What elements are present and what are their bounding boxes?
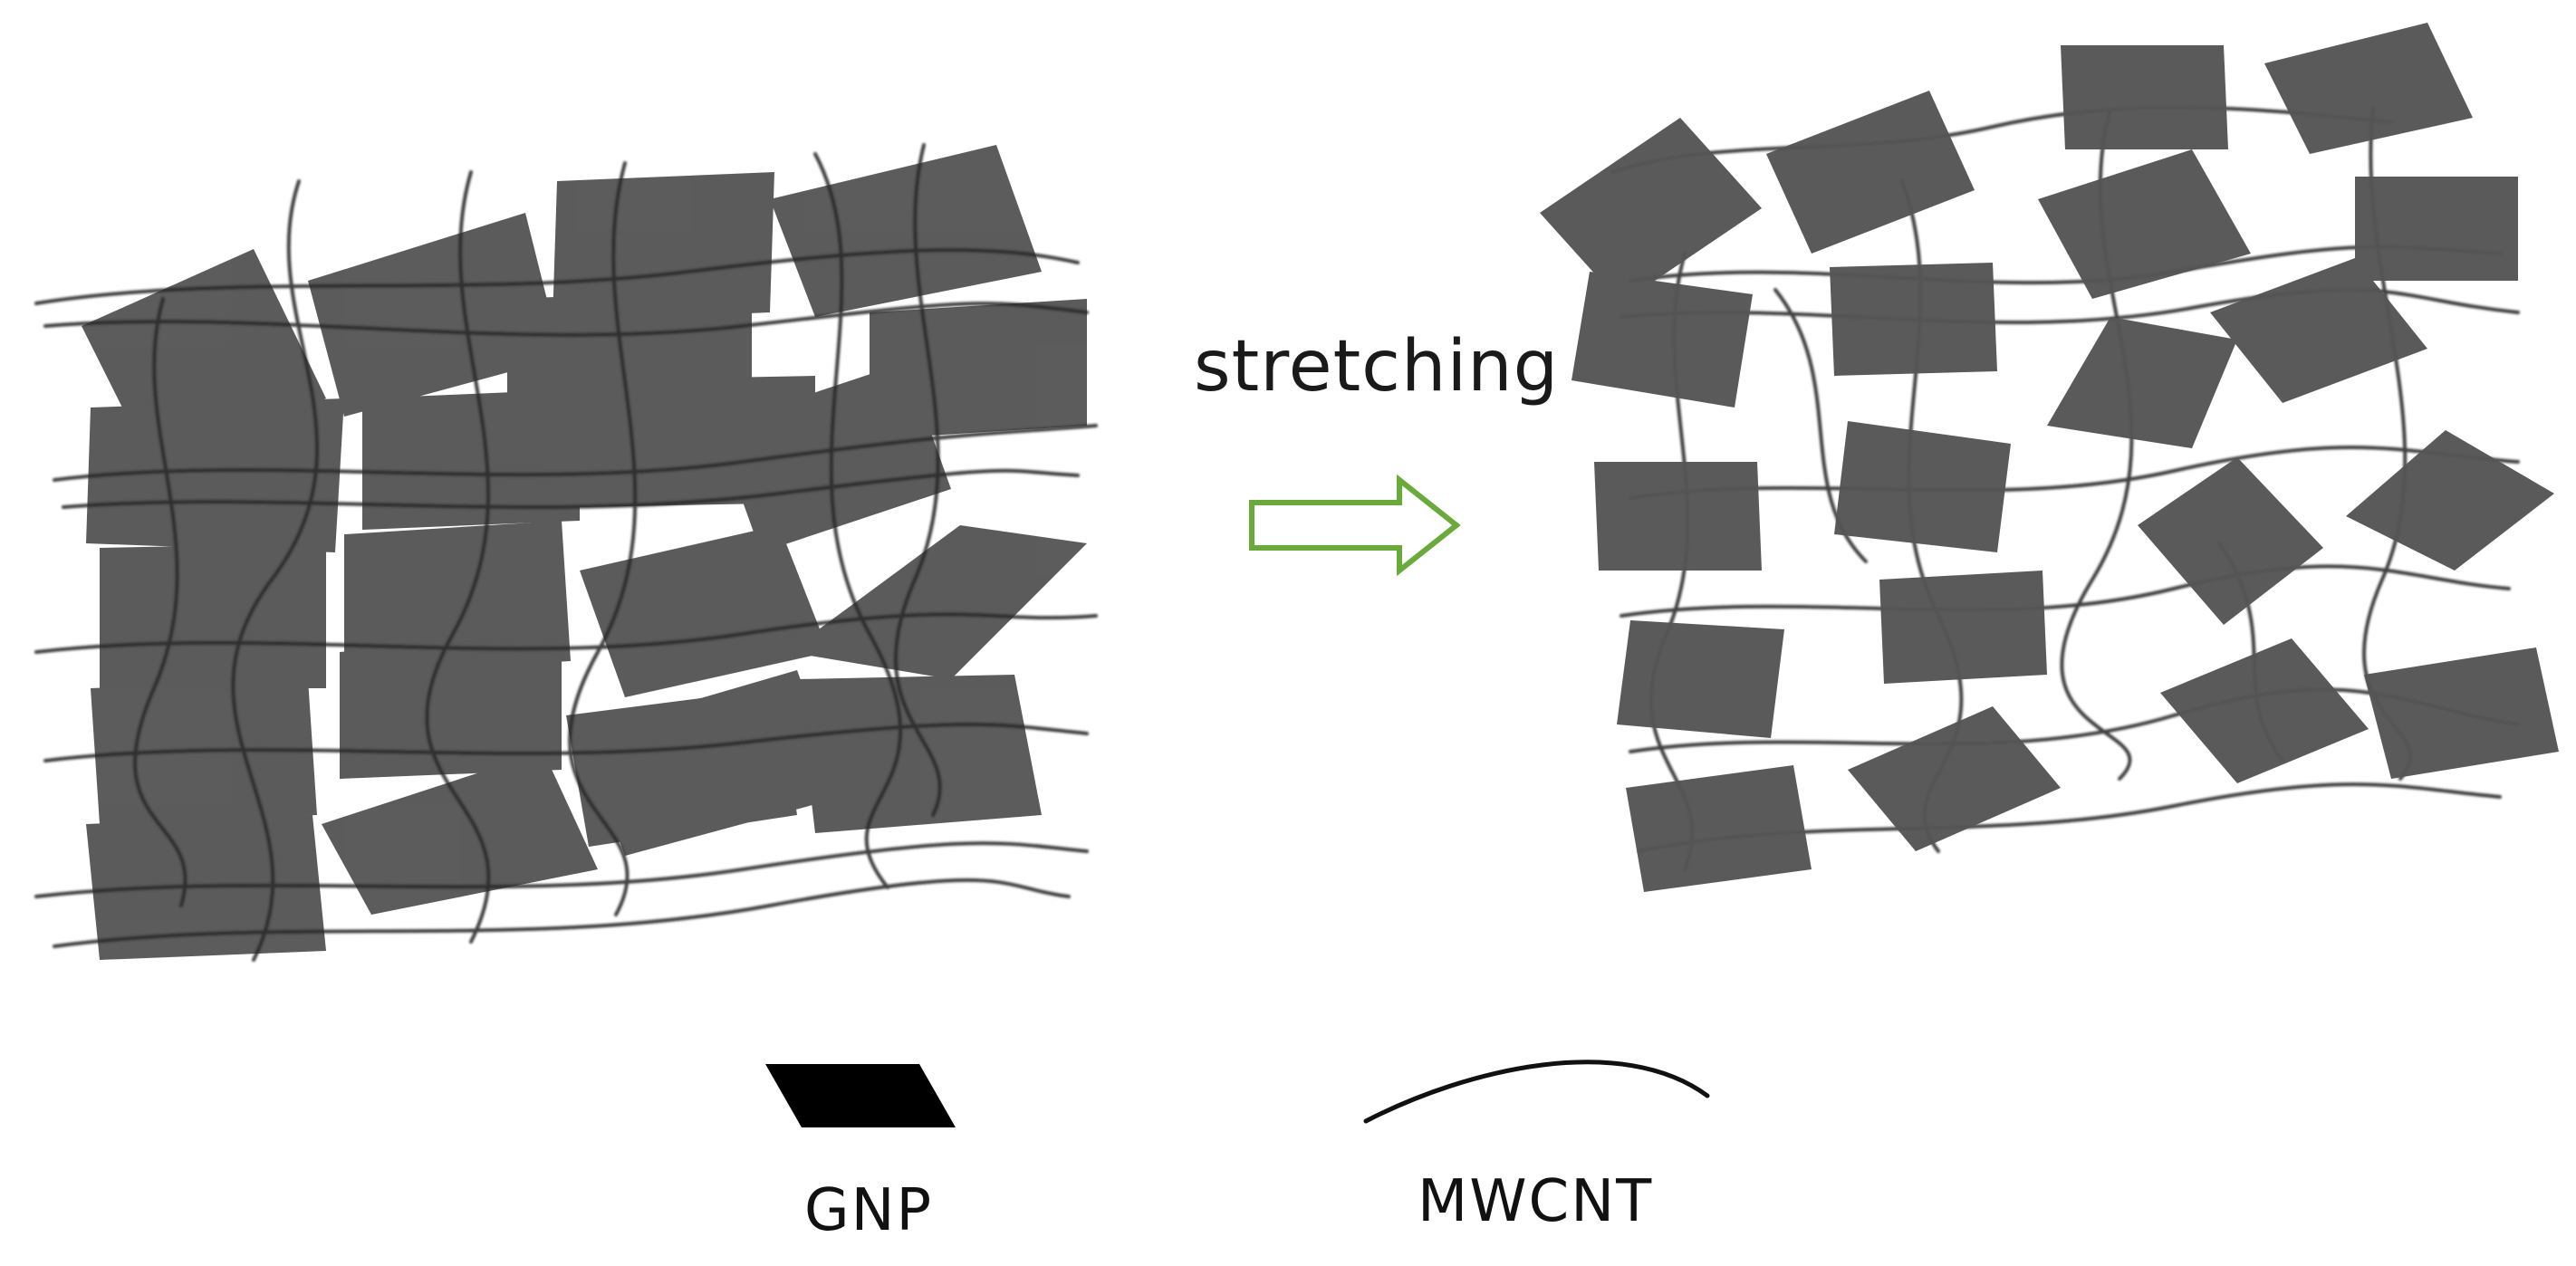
gnp-platelet xyxy=(788,525,1087,679)
gnp-platelet xyxy=(1830,263,1997,376)
gnp-platelet xyxy=(1879,571,2047,684)
gnp-platelet xyxy=(2364,647,2559,779)
stretching-label: stretching xyxy=(1194,326,1560,408)
gnp-platelet xyxy=(1834,421,2011,552)
stretching-arrow xyxy=(1249,474,1461,577)
arrow-right-icon xyxy=(1249,474,1461,577)
gnp-platelet xyxy=(308,213,562,417)
gnp-platelet xyxy=(100,543,326,688)
gnp-platelet xyxy=(344,521,571,675)
mwcnt-tube xyxy=(568,161,638,916)
gnp-platelet xyxy=(2210,258,2427,403)
gnp-platelet xyxy=(1766,91,1975,254)
mwcnt-tube xyxy=(53,424,1098,482)
unstretched-platelets xyxy=(82,145,1087,960)
gnp-platelet xyxy=(580,525,829,697)
gnp-platelet xyxy=(340,634,562,779)
mwcnt-tube xyxy=(1629,446,2520,500)
mwcnt-tube xyxy=(1620,564,2511,618)
gnp-platelet xyxy=(1617,620,1784,738)
mwcnt-tube xyxy=(43,723,1089,762)
mwcnt-legend-label: MWCNT xyxy=(1418,1168,1654,1235)
gnp-platelet xyxy=(1540,118,1762,303)
mwcnt-tube xyxy=(53,878,1071,948)
stretched-network xyxy=(1540,23,2559,892)
gnp-platelet xyxy=(1594,462,1762,571)
gnp-platelet xyxy=(322,752,598,915)
mwcnt-tube xyxy=(813,152,903,889)
gnp-platelet xyxy=(716,362,951,552)
gnp-platelet xyxy=(86,398,344,552)
gnp-platelet xyxy=(2355,177,2518,281)
mwcnt-tube xyxy=(425,170,491,944)
gnp-platelet xyxy=(1626,765,1812,892)
gnp-legend-label: GNP xyxy=(804,1177,934,1244)
unstretched-network xyxy=(34,143,1098,962)
mwcnt-tube xyxy=(34,248,1080,305)
mwcnt-tube xyxy=(62,468,1080,509)
gnp-platelet xyxy=(2264,23,2473,154)
gnp-platelet xyxy=(2346,430,2554,571)
gnp-platelet xyxy=(580,670,842,856)
gnp-platelet xyxy=(770,145,1042,317)
gnp-platelet xyxy=(1848,706,2061,851)
gnp-platelet xyxy=(2160,638,2369,783)
mwcnt-tube xyxy=(1620,288,2520,325)
mwcnt-tube xyxy=(43,302,1089,337)
legend xyxy=(765,1060,1710,1127)
gnp-platelet xyxy=(2047,317,2237,448)
mwcnt-tube xyxy=(894,143,942,817)
gnp-legend-icon xyxy=(765,1064,956,1127)
mwcnt-tube xyxy=(34,841,1089,898)
stretched-platelets xyxy=(1540,23,2559,892)
gnp-platelet xyxy=(2138,457,2323,625)
gnp-platelet xyxy=(797,675,1042,833)
unstretched-nanotubes xyxy=(34,143,1098,962)
gnp-platelet xyxy=(553,172,774,321)
mwcnt-tube xyxy=(133,297,187,907)
gnp-platelet xyxy=(2061,45,2228,149)
mwcnt-tube xyxy=(34,612,1098,654)
gnp-platelet xyxy=(2038,149,2251,299)
mwcnt-tube xyxy=(1610,105,2393,174)
mwcnt-legend-icon xyxy=(1363,1060,1710,1124)
gnp-platelet xyxy=(1572,272,1753,408)
mwcnt-tube xyxy=(231,179,319,962)
